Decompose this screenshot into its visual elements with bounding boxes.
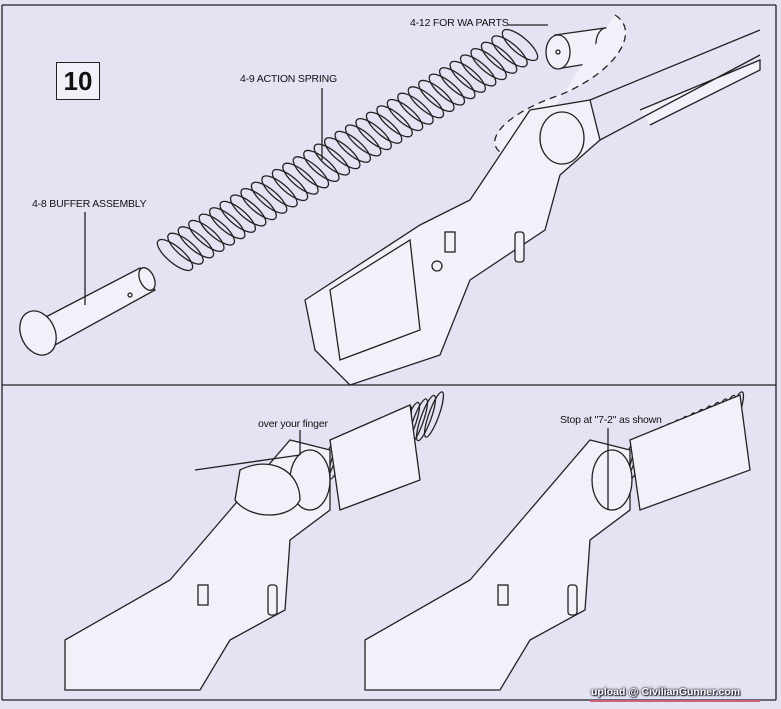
spring-coil	[261, 175, 298, 208]
spring-coil	[198, 213, 236, 246]
spring-coil	[282, 162, 319, 195]
spring-coil	[271, 168, 309, 202]
spring-coil	[334, 130, 371, 163]
label-wa-parts: 4-12 FOR WA PARTS	[410, 17, 509, 29]
spring-coil	[449, 60, 486, 93]
spring-coil	[344, 124, 382, 157]
spring-coil	[459, 54, 497, 87]
lower-receiver-top	[304, 29, 761, 386]
spring-coil	[209, 207, 246, 240]
spring-coil	[428, 73, 466, 106]
watermark-underline	[590, 700, 760, 702]
label-action-spring: 4-9 ACTION SPRING	[240, 73, 337, 85]
spring-coil	[365, 111, 403, 144]
step-number: 10	[56, 62, 100, 100]
spring-coil	[156, 238, 194, 272]
spring-coil	[491, 35, 528, 68]
spring-coil	[355, 118, 392, 151]
spring-coil	[423, 391, 445, 438]
spring-coil	[415, 394, 437, 442]
label-stop-at: Stop at "7-2" as shown	[560, 414, 662, 426]
spring-coil	[439, 67, 476, 100]
spring-coil	[376, 105, 413, 138]
spring-coil	[240, 188, 277, 221]
spring-coil	[470, 48, 507, 81]
spring-coil	[397, 92, 434, 125]
label-over-finger: over your finger	[258, 418, 328, 430]
spring-coil	[324, 137, 361, 170]
buffer-assembly	[19, 212, 156, 356]
spring-coil	[418, 79, 455, 112]
spring-coil	[407, 86, 445, 119]
spring-coil	[303, 149, 340, 182]
spring-coil	[188, 219, 225, 252]
spring-coil	[313, 143, 351, 176]
watermark: upload @ CivilianGunner.com	[591, 686, 741, 698]
lower-receiver-bottom-right	[364, 394, 751, 691]
label-buffer-assembly: 4-8 BUFFER ASSEMBLY	[32, 198, 147, 210]
spring-coil	[219, 200, 256, 233]
spring-coil	[292, 156, 330, 189]
spring-coil	[386, 98, 424, 132]
spring-coil	[480, 41, 518, 74]
spring-coil	[229, 194, 267, 227]
lower-receiver-bottom-left	[64, 404, 421, 691]
spring-coil	[501, 28, 539, 62]
spring-coil	[167, 232, 204, 265]
spring-coil	[177, 226, 215, 259]
spring-coil	[250, 181, 288, 214]
